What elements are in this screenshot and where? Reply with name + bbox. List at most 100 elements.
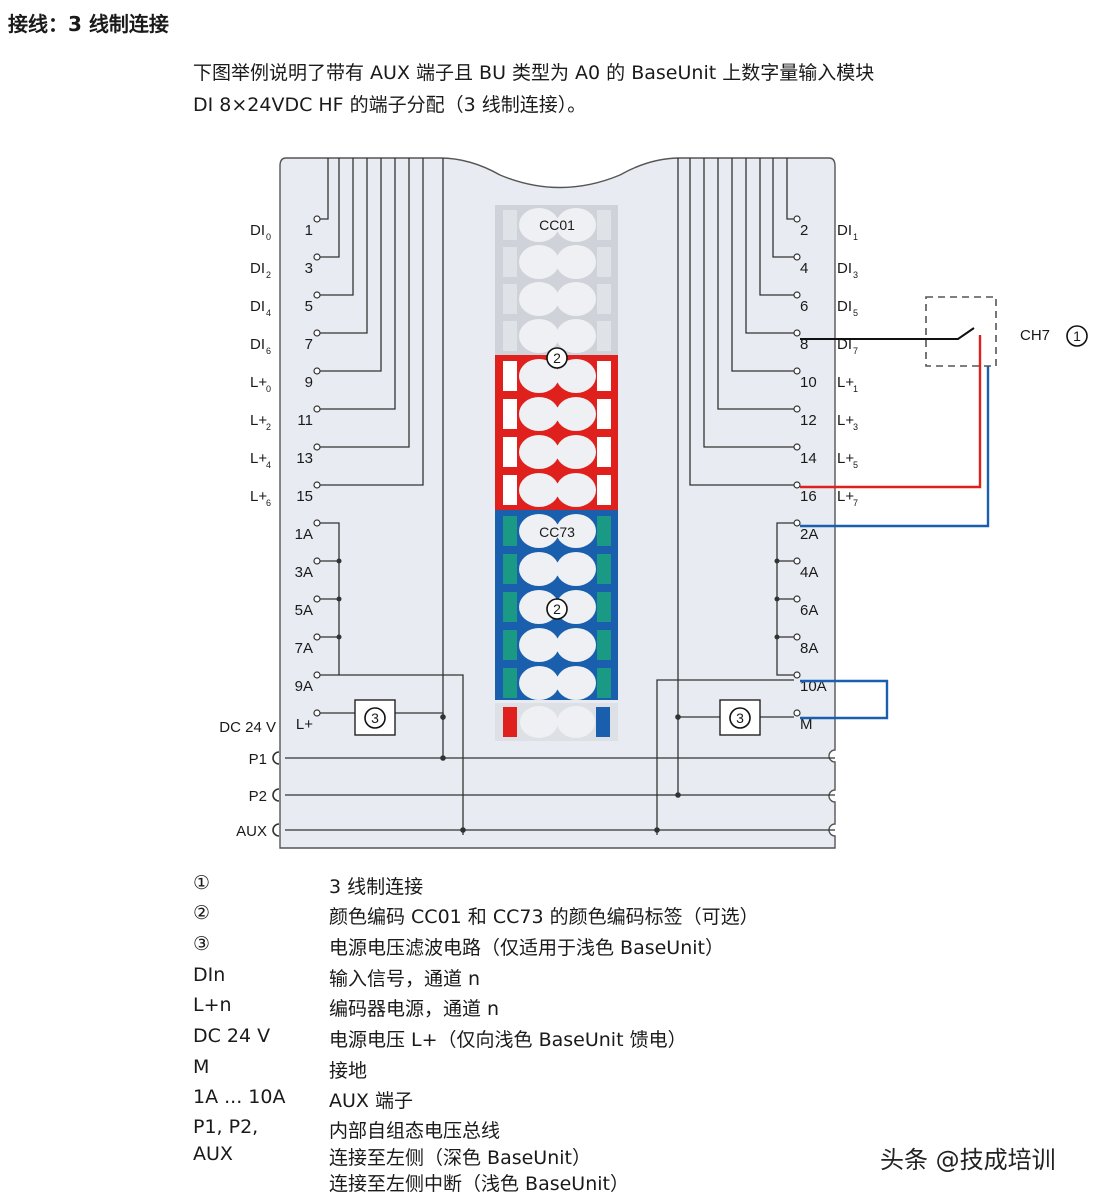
aux-ground-bridge: [800, 679, 889, 720]
code-tab: [597, 630, 611, 660]
callout-2: [546, 598, 568, 620]
left-channel-wire: [320, 158, 368, 334]
code-tab: [503, 554, 517, 584]
sensor-supply-wire: [800, 335, 982, 489]
junction-dot: [774, 634, 780, 640]
callout-3-label: 3: [736, 710, 744, 726]
terminal-number: 1: [305, 222, 313, 239]
signal-subscript: 4: [266, 308, 271, 318]
callout-1: [1066, 325, 1088, 347]
code-label-spot: [556, 552, 596, 586]
terminal-1: [313, 215, 321, 223]
right-channel-wire: [759, 158, 794, 296]
legend-text: 3 线制连接: [329, 876, 424, 898]
junction-dot: [654, 827, 660, 833]
code-tab: [503, 210, 517, 240]
signal-subscript: 1: [853, 384, 858, 394]
legend-symbol: AUX: [193, 1143, 233, 1165]
terminal-number: M: [800, 716, 813, 733]
signal-label: L+: [837, 412, 854, 429]
junction-dot: [336, 634, 342, 640]
terminal-number: 8: [800, 336, 808, 353]
signal-subscript: 6: [266, 498, 271, 508]
terminal-number: 6: [800, 298, 808, 315]
left-channel-wire: [320, 158, 340, 258]
intro-line-1: 下图举例说明了带有 AUX 端子且 BU 类型为 A0 的 BaseUnit 上…: [193, 62, 875, 84]
intro-line-2: DI 8×24VDC HF 的端子分配（3 线制连接）。: [193, 94, 587, 116]
code-label-spot: [556, 514, 596, 548]
signal-label: DI: [837, 260, 852, 277]
callout-3-label: 3: [371, 710, 379, 726]
left-channel-wire: [320, 158, 396, 410]
signal-subscript: 1: [853, 232, 858, 242]
junction-dot: [440, 714, 446, 720]
legend-symbol: ②: [193, 902, 211, 924]
callout-1-label: 1: [1073, 328, 1081, 344]
terminal-number: 2: [800, 222, 808, 239]
signal-label: L+: [250, 488, 267, 505]
signal-label: L+: [837, 450, 854, 467]
right-channel-wire: [689, 158, 794, 486]
signal-label: L+: [837, 374, 854, 391]
terminal-1A: [313, 519, 321, 527]
legend-text: 电源电压滤波电路（仅适用于浅色 BaseUnit）: [329, 937, 724, 959]
code-tab: [503, 399, 517, 429]
signal-subscript: 7: [853, 346, 858, 356]
right-channel-wire: [703, 158, 794, 448]
code-label-spot: [519, 514, 559, 548]
terminal-number: 3A: [295, 564, 313, 581]
code-label-spot: [556, 319, 596, 353]
code-label-spot: [556, 590, 596, 624]
legend-text: 电源电压 L+（仅向浅色 BaseUnit 馈电）: [329, 1029, 687, 1051]
right-channel-wire: [786, 158, 794, 220]
code-label-spot: [556, 397, 596, 431]
terminal-L+: [313, 709, 321, 717]
terminal-number: 4A: [800, 564, 818, 581]
left-channel-wire: [320, 158, 424, 486]
code-tab: [597, 321, 611, 351]
terminal-number: 2A: [800, 526, 818, 543]
code-label-spot: [520, 706, 558, 738]
code-label-spot: [519, 397, 559, 431]
code-tab: [597, 247, 611, 277]
signal-label: DI: [250, 298, 265, 315]
color-code-label-cc73: CC73: [539, 524, 575, 540]
terminal-number: 9: [305, 374, 313, 391]
terminal-9: [313, 367, 321, 375]
legend-symbol: DC 24 V: [193, 1025, 271, 1047]
left-channel-wire: [320, 158, 410, 448]
terminal-number: 7A: [295, 640, 313, 657]
junction-dot: [336, 596, 342, 602]
terminal-number: 14: [800, 450, 817, 467]
legend-symbol: 1A ... 10A: [193, 1086, 286, 1108]
bus-connector: [272, 788, 280, 802]
code-label-spot: [519, 282, 559, 316]
terminal-number: 15: [296, 488, 313, 505]
junction-dot: [774, 558, 780, 564]
left-channel-wire: [320, 158, 354, 296]
channel-label: CH7: [1020, 327, 1050, 344]
terminal-11: [313, 405, 321, 413]
signal-subscript: 7: [853, 498, 858, 508]
bus-connector: [272, 751, 280, 765]
code-tab: [597, 475, 611, 505]
code-tab: [503, 321, 517, 351]
right-channel-wire: [731, 158, 794, 372]
code-tab: [597, 516, 611, 546]
signal-label: DI: [250, 260, 265, 277]
aux-9a-wire: [339, 674, 464, 835]
signal-label: L+: [250, 450, 267, 467]
watermark: 头条 @技成培训: [880, 1146, 1056, 1174]
code-label-spot: [556, 435, 596, 469]
bus-label-AUX: AUX: [236, 823, 267, 840]
code-label-spot: [556, 282, 596, 316]
terminal-number: 13: [296, 450, 313, 467]
color-code-label-cc01: CC01: [539, 217, 575, 233]
callout-3: [729, 707, 751, 729]
legend-symbol: ③: [193, 933, 211, 955]
terminal-9A: [313, 671, 321, 679]
code-tab: [503, 361, 517, 391]
signal-label: L+: [250, 412, 267, 429]
code-tab: [503, 284, 517, 314]
